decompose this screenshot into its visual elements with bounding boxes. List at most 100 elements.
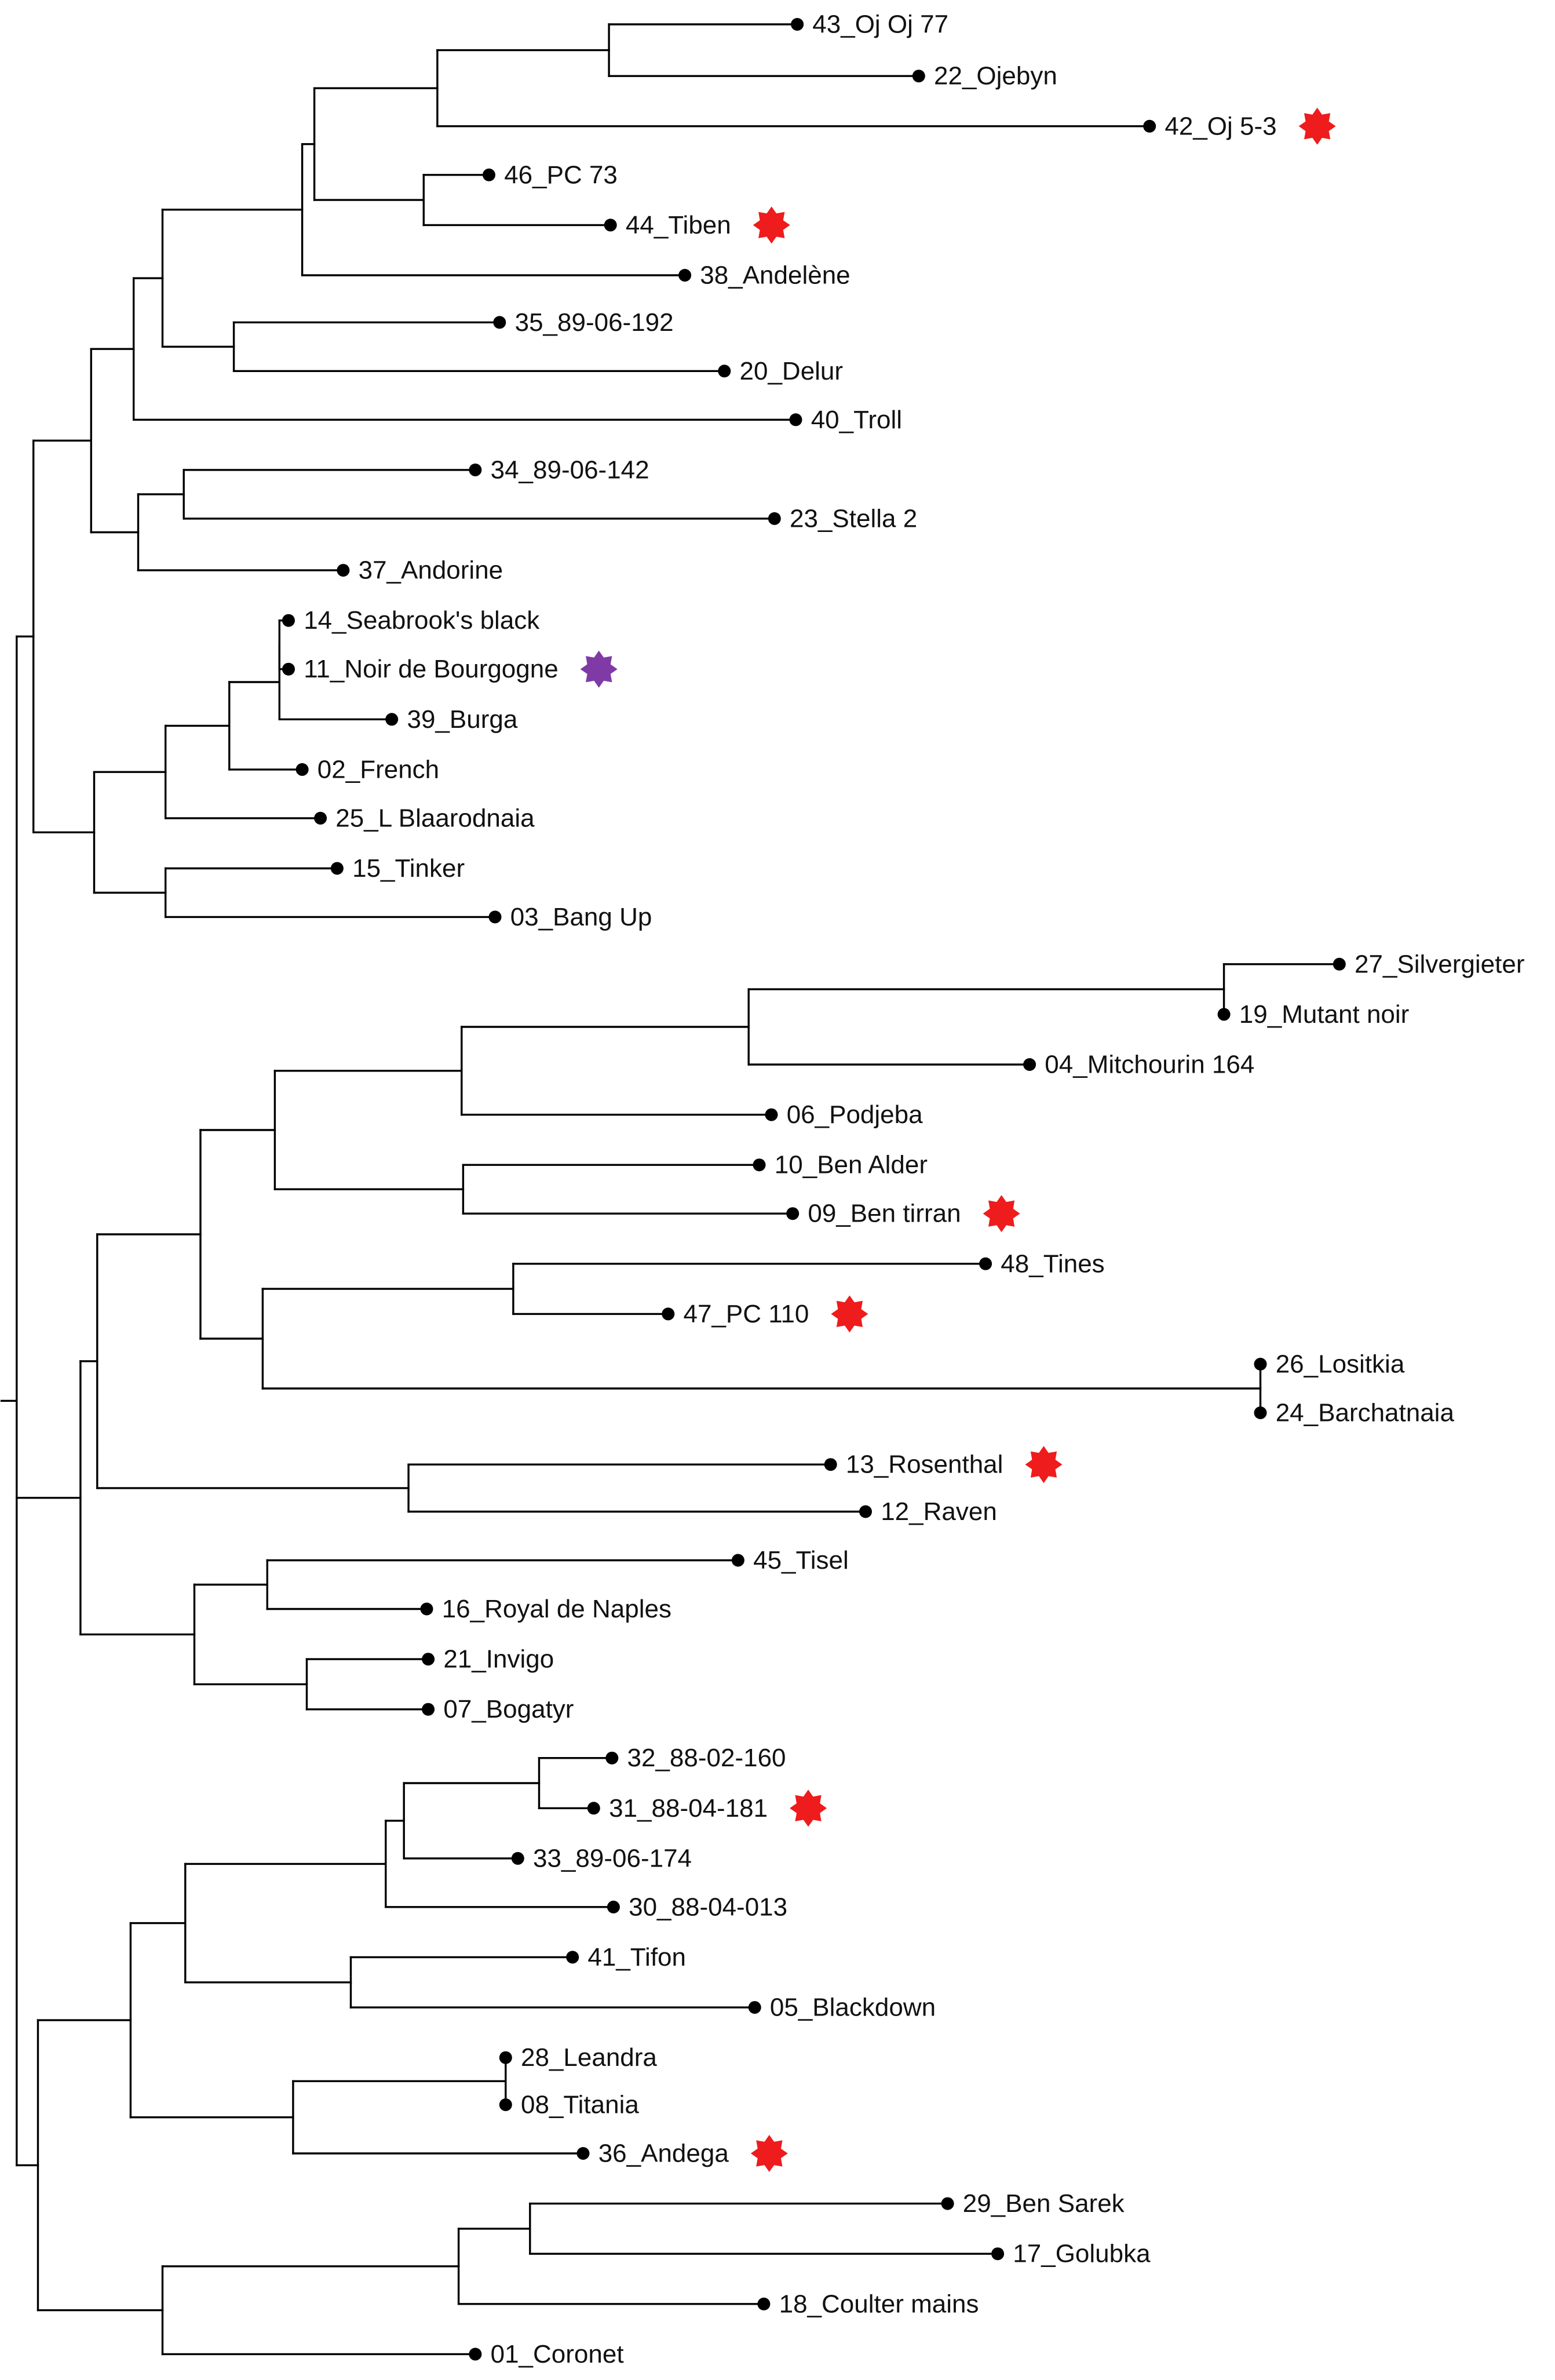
leaf-38: 38_Andelène	[678, 261, 850, 290]
leaf-label: 12_Raven	[881, 1497, 997, 1526]
leaf-32: 32_88-02-160	[605, 1744, 786, 1772]
leaf-node-dot	[941, 2197, 954, 2210]
leaf-node-dot	[607, 1900, 620, 1914]
leaf-node-dot	[979, 1257, 992, 1270]
leaf-node-dot	[422, 1653, 435, 1666]
red-star-icon	[753, 206, 790, 244]
leaf-15: 15_Tinker	[330, 854, 465, 883]
leaf-16: 16_Royal de Naples	[420, 1595, 671, 1623]
leaf-label: 44_Tiben	[626, 211, 731, 239]
leaf-label: 37_Andorine	[359, 556, 503, 585]
leaf-node-dot	[1143, 119, 1156, 133]
leaf-node-dot	[566, 1951, 579, 1964]
leaf-node-dot	[1023, 1058, 1036, 1071]
tree-leaves: 43_Oj Oj 77 22_Ojebyn 42_Oj 5-3 46_PC 73 44_…	[282, 10, 1525, 2368]
tree-branches	[0, 23, 1341, 2356]
leaf-node-dot	[330, 862, 344, 875]
leaf-node-dot	[469, 463, 482, 476]
leaf-node-dot	[731, 1554, 744, 1567]
leaf-node-dot	[282, 662, 295, 676]
leaf-41: 41_Tifon	[566, 1943, 686, 1971]
leaf-18: 18_Coulter mains	[757, 2290, 979, 2318]
leaf-label: 07_Bogatyr	[443, 1695, 574, 1723]
leaf-label: 25_L Blaarodnaia	[335, 804, 535, 832]
leaf-node-dot	[1333, 957, 1346, 971]
leaf-label: 13_Rosenthal	[846, 1450, 1003, 1479]
leaf-03: 03_Bang Up	[488, 903, 652, 931]
leaf-13: 13_Rosenthal	[824, 1446, 1063, 1484]
leaf-04: 04_Mitchourin 164	[1023, 1051, 1254, 1079]
leaf-45: 45_Tisel	[731, 1546, 849, 1574]
leaf-label: 21_Invigo	[443, 1645, 554, 1674]
leaf-39: 39_Burga	[385, 705, 518, 734]
leaf-label: 42_Oj 5-3	[1165, 112, 1276, 140]
leaf-label: 29_Ben Sarek	[963, 2189, 1125, 2218]
leaf-21: 21_Invigo	[422, 1645, 554, 1674]
leaf-27: 27_Silvergieter	[1333, 950, 1525, 978]
leaf-label: 27_Silvergieter	[1355, 950, 1525, 978]
leaf-label: 32_88-02-160	[627, 1744, 786, 1772]
leaf-02: 02_French	[295, 755, 439, 783]
leaf-node-dot	[337, 564, 350, 577]
leaf-node-dot	[605, 1751, 619, 1765]
leaf-label: 36_Andega	[598, 2140, 729, 2168]
leaf-label: 35_89-06-192	[515, 308, 674, 337]
leaf-47: 47_PC 110	[662, 1295, 868, 1333]
leaf-label: 09_Ben tirran	[808, 1200, 961, 1228]
leaf-node-dot	[511, 1851, 524, 1865]
red-star-icon	[831, 1295, 868, 1333]
leaf-label: 38_Andelène	[700, 261, 850, 290]
red-star-icon	[1298, 107, 1336, 145]
leaf-node-dot	[499, 2098, 512, 2111]
leaf-label: 08_Titania	[521, 2091, 639, 2119]
leaf-node-dot	[282, 614, 295, 627]
leaf-label: 26_Lositkia	[1276, 1350, 1405, 1379]
leaf-48: 48_Tines	[979, 1249, 1105, 1278]
red-star-icon	[983, 1195, 1020, 1233]
red-star-icon	[790, 1789, 827, 1827]
leaf-46: 46_PC 73	[483, 161, 618, 189]
leaf-label: 41_Tifon	[587, 1943, 686, 1971]
leaf-node-dot	[786, 1207, 800, 1220]
leaf-node-dot	[768, 512, 781, 525]
leaf-24: 24_Barchatnaia	[1254, 1399, 1455, 1427]
leaf-node-dot	[576, 2147, 590, 2160]
leaf-06: 06_Podjeba	[765, 1100, 923, 1129]
purple-star-icon	[580, 650, 618, 688]
leaf-node-dot	[1254, 1358, 1267, 1371]
leaf-42: 42_Oj 5-3	[1143, 107, 1336, 145]
leaf-node-dot	[859, 1505, 872, 1518]
leaf-20: 20_Delur	[718, 357, 843, 385]
leaf-label: 39_Burga	[407, 705, 518, 734]
leaf-29: 29_Ben Sarek	[941, 2189, 1125, 2218]
leaf-label: 31_88-04-181	[609, 1794, 768, 1823]
leaf-label: 20_Delur	[740, 357, 844, 385]
leaf-08: 08_Titania	[499, 2091, 639, 2119]
leaf-36: 36_Andega	[576, 2135, 788, 2172]
leaf-node-dot	[748, 2001, 761, 2014]
red-star-icon	[750, 2135, 788, 2172]
leaf-node-dot	[791, 18, 804, 31]
leaf-node-dot	[488, 910, 502, 924]
leaf-label: 11_Noir de Bourgogne	[304, 655, 559, 683]
leaf-23: 23_Stella 2	[768, 504, 917, 533]
leaf-label: 10_Ben Alder	[775, 1151, 928, 1179]
leaf-01: 01_Coronet	[469, 2340, 624, 2368]
leaf-node-dot	[483, 168, 495, 181]
leaf-label: 02_French	[317, 755, 439, 783]
leaf-node-dot	[385, 713, 399, 726]
leaf-34: 34_89-06-142	[469, 455, 649, 484]
leaf-label: 06_Podjeba	[787, 1100, 923, 1129]
leaf-22: 22_Ojebyn	[912, 62, 1057, 90]
leaf-28: 28_Leandra	[499, 2043, 657, 2072]
leaf-label: 24_Barchatnaia	[1276, 1399, 1455, 1427]
leaf-label: 47_PC 110	[684, 1300, 809, 1328]
leaf-node-dot	[1217, 1008, 1231, 1021]
leaf-label: 28_Leandra	[521, 2043, 657, 2072]
leaf-label: 14_Seabrook's black	[304, 606, 540, 635]
leaf-label: 19_Mutant noir	[1239, 1000, 1410, 1029]
leaf-node-dot	[499, 2051, 512, 2064]
leaf-05: 05_Blackdown	[748, 1993, 936, 2022]
leaf-43: 43_Oj Oj 77	[791, 10, 948, 39]
leaf-label: 34_89-06-142	[491, 455, 649, 484]
